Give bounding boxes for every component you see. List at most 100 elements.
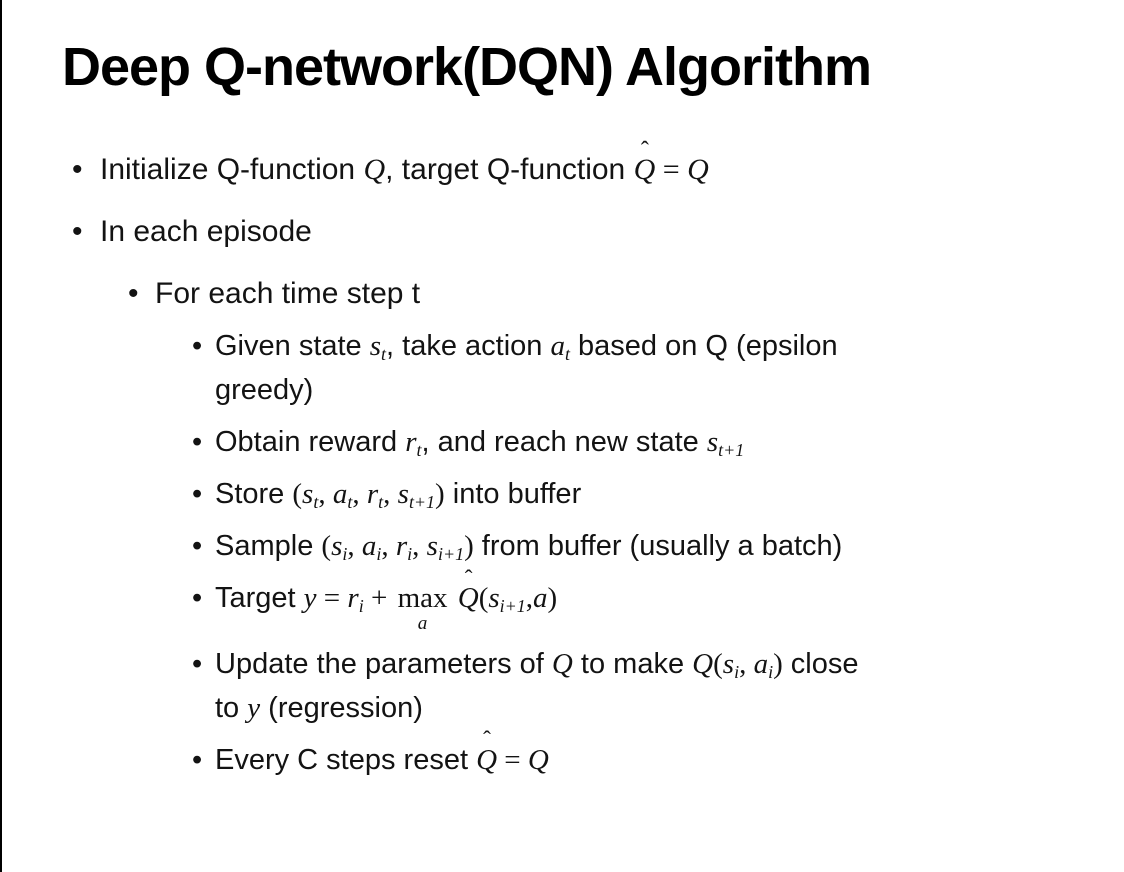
text-segment: Every C steps reset	[215, 743, 477, 776]
math-segment	[451, 582, 458, 614]
text-segment: Initialize Q-function	[100, 153, 364, 186]
math-variable: st+1	[397, 478, 436, 513]
math-variable: rt	[366, 478, 384, 513]
text-segment: close	[782, 647, 859, 680]
bullet-item: •In each episode	[0, 210, 1096, 254]
text-segment: to make	[572, 647, 693, 680]
variable-letter: Q	[363, 153, 386, 186]
variable-subscript: t+1	[718, 440, 745, 461]
bullet-text: For each time step t	[155, 272, 420, 316]
bullet-item: • For each time step t	[0, 272, 1096, 316]
math-segment: +	[363, 582, 395, 614]
bullet-marker: •	[128, 277, 139, 310]
text-segment: Sample	[215, 530, 322, 562]
math-variable: st	[370, 330, 387, 365]
text-segment: Target	[215, 582, 304, 614]
math-segment: ,	[381, 530, 396, 562]
text-segment: Given state	[215, 330, 370, 362]
variable-letter: s	[706, 426, 719, 458]
text-segment: , target Q-function	[385, 153, 634, 186]
math-variable: y	[304, 582, 317, 614]
math-variable: ai	[754, 648, 774, 682]
slide-title: Deep Q-network(DQN) Algorithm	[62, 37, 872, 97]
variable-letter: s	[426, 530, 438, 562]
variable-subscript: i	[342, 544, 348, 565]
bullet-text: Store (st, at, rt, st+1) into buffer	[215, 472, 581, 516]
bullet-text: Sample (si, ai, ri, si+1) from buffer (u…	[215, 524, 842, 568]
variable-subscript: t	[378, 492, 384, 513]
bullet-marker: •	[192, 743, 203, 776]
bullet-marker: •	[192, 647, 203, 680]
variable-subscript: i	[407, 544, 413, 565]
math-variable: st	[302, 478, 319, 513]
variable-letter: a	[533, 582, 548, 614]
math-variable: st+1	[706, 426, 745, 461]
bullet-item: • Sample (si, ai, ri, si+1) from buffer (…	[0, 524, 1096, 568]
math-segment: ,	[739, 647, 754, 680]
variable-subscript: i	[358, 596, 364, 617]
bullet-text: In each episode	[100, 210, 312, 254]
bullet-text: Obtain reward rt, and reach new state st…	[215, 420, 744, 464]
variable-subscript: t	[381, 344, 387, 365]
bullet-item: •Initialize Q-function Q, target Q-funct…	[0, 139, 1096, 192]
text-segment: , and reach new state	[421, 426, 707, 458]
operator-name: max	[397, 582, 448, 614]
math-segment: =	[655, 153, 688, 186]
variable-letter: s	[302, 478, 314, 510]
variable-letter: s	[397, 478, 409, 510]
bullet-marker: •	[192, 582, 203, 614]
variable-letter: r	[366, 478, 379, 510]
math-segment: ,	[352, 478, 367, 510]
bullet-text: Initialize Q-function Q, target Q-functi…	[100, 139, 709, 192]
math-variable: Q	[552, 648, 573, 680]
text-segment: Update the parameters of	[215, 647, 552, 680]
variable-letter: y	[247, 691, 261, 724]
text-segment: based on Q (epsilon	[569, 330, 838, 362]
text-segment: Store	[215, 478, 293, 510]
math-segment: ,	[318, 478, 333, 510]
math-segment: ,	[383, 478, 398, 510]
math-segment: =	[497, 743, 528, 776]
variable-letter: r	[395, 530, 408, 562]
math-variable: Q	[687, 153, 709, 186]
math-segment: )	[773, 647, 783, 680]
hat-accent: ˆ	[640, 138, 649, 165]
text-segment: greedy)	[215, 374, 314, 406]
bullet-marker: •	[192, 530, 203, 562]
math-segment: (	[478, 582, 489, 614]
math-variable: si	[723, 648, 739, 681]
variable-subscript: i+1	[437, 544, 465, 565]
math-segment: ,	[412, 530, 427, 562]
variable-letter: r	[405, 426, 417, 458]
variable-subscript: t	[416, 440, 422, 461]
variable-subscript: i	[768, 661, 774, 682]
operator-under-variable: a	[417, 613, 428, 635]
math-variable: y	[247, 692, 260, 724]
bullet-item: •Given state st, take action at based on…	[0, 324, 1096, 412]
variable-subscript: t+1	[408, 492, 436, 513]
variable-letter: Q	[457, 582, 479, 614]
text-segment: from buffer (usually a batch)	[473, 530, 843, 562]
variable-letter: Q	[476, 743, 498, 776]
math-variable: Q	[528, 744, 549, 776]
math-segment: )	[464, 530, 474, 562]
variable-subscript: i	[376, 544, 382, 565]
math-variable: Q	[692, 648, 713, 680]
math-variable: a	[533, 582, 548, 614]
variable-subscript: t	[347, 492, 353, 513]
variable-letter: Q	[687, 153, 709, 186]
variable-letter: a	[361, 530, 377, 562]
text-segment: , take action	[386, 330, 551, 362]
slide-left-border	[0, 0, 2, 872]
math-segment: =	[316, 582, 348, 614]
math-variable: si+1	[426, 530, 465, 565]
variable-subscript: t	[313, 492, 319, 513]
text-segment: Obtain reward	[215, 426, 406, 458]
math-segment: )	[435, 478, 445, 510]
